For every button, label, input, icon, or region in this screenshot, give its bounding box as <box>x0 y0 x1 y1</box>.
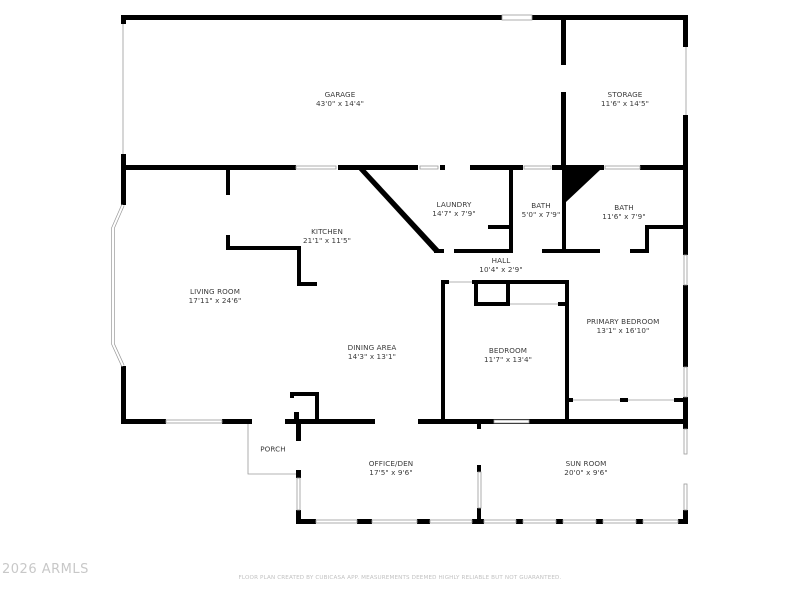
room-dimensions: 5'0" x 7'9" <box>521 210 561 219</box>
room-laundry: LAUNDRY 14'7" x 7'9" <box>432 200 475 218</box>
room-dimensions: 11'6" x 7'9" <box>602 212 646 221</box>
room-name: BATH <box>531 201 551 210</box>
room-name: BATH <box>614 203 634 212</box>
room-hall: HALL 10'4" x 2'9" <box>479 256 522 274</box>
room-dimensions: 17'11" x 24'6" <box>188 296 242 305</box>
room-dimensions: 17'5" x 9'6" <box>369 468 413 477</box>
room-name: LIVING ROOM <box>189 287 241 296</box>
room-porch: PORCH <box>260 445 286 454</box>
room-dimensions: 11'6" x 14'5" <box>600 99 650 108</box>
room-dining-area: DINING AREA 14'3" x 13'1" <box>348 343 397 361</box>
room-dimensions: 14'3" x 13'1" <box>347 352 397 361</box>
room-dimensions: 13'1" x 16'10" <box>596 326 650 335</box>
room-bath-primary: BATH 11'6" x 7'9" <box>602 203 645 221</box>
room-storage: STORAGE 11'6" x 14'5" <box>601 90 649 108</box>
room-name: DINING AREA <box>347 343 397 352</box>
room-name: PORCH <box>260 444 286 454</box>
room-dimensions: 10'4" x 2'9" <box>479 265 523 274</box>
room-dimensions: 20'0" x 9'6" <box>564 468 608 477</box>
room-dimensions: 14'7" x 7'9" <box>432 209 476 218</box>
room-name: STORAGE <box>607 90 643 99</box>
room-name: SUN ROOM <box>565 459 607 468</box>
room-name: GARAGE <box>324 90 356 99</box>
walls <box>121 15 688 524</box>
room-dimensions: 43'0" x 14'4" <box>315 99 365 108</box>
armls-watermark: 2026 ARMLS <box>2 562 89 577</box>
room-name: KITCHEN <box>311 227 343 236</box>
room-dimensions: 11'7" x 13'4" <box>483 355 533 364</box>
room-office-den: OFFICE/DEN 17'5" x 9'6" <box>369 459 413 477</box>
windows <box>111 14 688 524</box>
room-name: LAUNDRY <box>436 200 472 209</box>
room-primary-bedroom: PRIMARY BEDROOM 13'1" x 16'10" <box>587 317 660 335</box>
room-name: PRIMARY BEDROOM <box>586 317 660 326</box>
room-kitchen: KITCHEN 21'1" x 11'5" <box>303 227 351 245</box>
porch-outline <box>247 424 296 475</box>
room-dimensions: 21'1" x 11'5" <box>302 236 352 245</box>
room-garage: GARAGE 43'0" x 14'4" <box>316 90 364 108</box>
room-name: OFFICE/DEN <box>368 459 414 468</box>
room-living-room: LIVING ROOM 17'11" x 24'6" <box>189 287 242 305</box>
room-sun-room: SUN ROOM 20'0" x 9'6" <box>564 459 607 477</box>
room-bath-small: BATH 5'0" x 7'9" <box>522 201 561 219</box>
room-bedroom: BEDROOM 11'7" x 13'4" <box>484 346 532 364</box>
floorplan-disclaimer: FLOOR PLAN CREATED BY CUBICASA APP. MEAS… <box>238 575 562 581</box>
room-name: BEDROOM <box>488 346 528 355</box>
room-name: HALL <box>491 256 511 265</box>
